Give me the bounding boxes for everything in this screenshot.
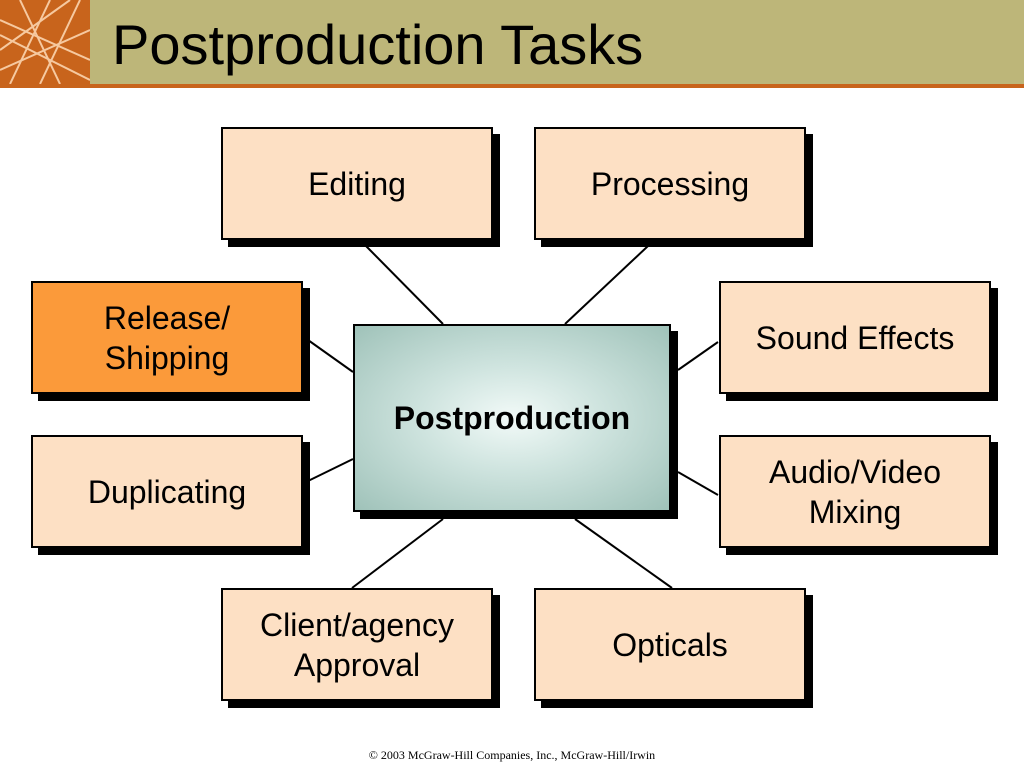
node-client-agency-approval-label: Client/agency Approval xyxy=(260,606,454,683)
node-audio-video-mixing-label: Audio/Video Mixing xyxy=(769,453,941,530)
header-divider xyxy=(0,84,1024,88)
page-title: Postproduction Tasks xyxy=(112,13,644,76)
node-duplicating: Duplicating xyxy=(31,435,303,548)
connector-client-approval xyxy=(351,518,444,589)
node-processing: Processing xyxy=(534,127,806,240)
node-sound-effects: Sound Effects xyxy=(719,281,991,394)
node-duplicating-label: Duplicating xyxy=(87,473,247,510)
connector-audio-video xyxy=(677,471,719,496)
copyright-notice: © 2003 McGraw-Hill Companies, Inc., McGr… xyxy=(368,748,656,762)
logo-lines-icon xyxy=(0,0,90,84)
node-release-shipping: Release/ Shipping xyxy=(31,281,303,394)
node-audio-video-mixing: Audio/Video Mixing xyxy=(719,435,991,548)
connector-editing xyxy=(365,245,444,325)
node-client-agency-approval: Client/agency Approval xyxy=(221,588,493,701)
node-editing-label: Editing xyxy=(308,165,406,202)
node-opticals: Opticals xyxy=(534,588,806,701)
node-sound-effects-label: Sound Effects xyxy=(755,319,955,356)
connector-processing xyxy=(564,245,649,325)
header-bar xyxy=(0,0,1024,84)
center-node-postproduction: Postproduction xyxy=(353,324,671,512)
connector-release xyxy=(307,339,354,373)
node-opticals-label: Opticals xyxy=(612,626,728,663)
connector-opticals xyxy=(574,518,673,589)
node-processing-label: Processing xyxy=(590,165,750,202)
connector-sound-effects xyxy=(677,341,719,371)
node-editing: Editing xyxy=(221,127,493,240)
center-node-label: Postproduction xyxy=(393,399,631,436)
connector-duplicating xyxy=(307,458,354,482)
node-release-shipping-label: Release/ Shipping xyxy=(103,299,231,376)
